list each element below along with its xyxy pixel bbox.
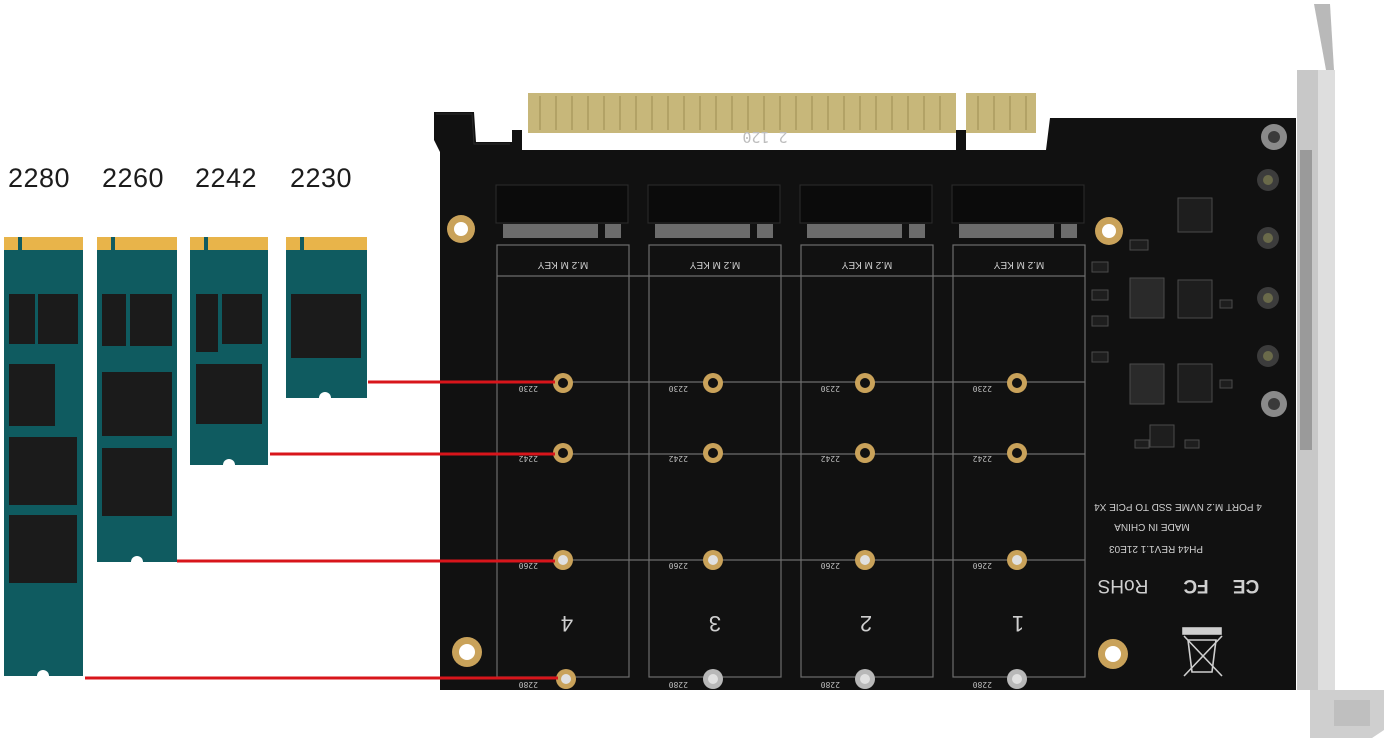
leader-lines [85, 380, 558, 680]
hole-label: 2280 [519, 680, 538, 689]
slot-key-label: M.2 M KEY [993, 259, 1044, 270]
hole-label: 2260 [519, 561, 538, 570]
chip [9, 364, 55, 426]
hole-label: 2280 [973, 680, 992, 689]
hole-label: 2260 [821, 561, 840, 570]
chip [102, 448, 172, 516]
board-text-line: PH44 REV1.1 21E03 [1109, 543, 1203, 554]
size-label-2260: 2260 [102, 163, 165, 193]
m2-connector [647, 184, 781, 238]
slot-number: 3 [709, 611, 721, 636]
slot-number: 4 [561, 611, 573, 636]
chip [102, 372, 172, 436]
hole-label: 2242 [669, 454, 688, 463]
ssd-2260 [97, 237, 177, 568]
slot-key-label: M.2 M KEY [689, 259, 740, 270]
ssd-2280 [4, 237, 83, 682]
rohs-mark: RoHS [1098, 575, 1149, 596]
slot-key-label: M.2 M KEY [841, 259, 892, 270]
pcie-bracket: EJ [1261, 4, 1384, 738]
hole-label: 2242 [519, 454, 538, 463]
chip [38, 294, 78, 344]
slot-number: 2 [860, 611, 872, 636]
hole-label: 2260 [669, 561, 688, 570]
status-leds [1257, 169, 1279, 367]
hole-label: 2230 [973, 384, 992, 393]
chip [9, 437, 77, 505]
ssd-2230 [286, 237, 367, 404]
hole-label: 2242 [821, 454, 840, 463]
ssd-2242 [190, 237, 268, 471]
board-top-marking: 2 120 [742, 128, 787, 146]
m2-connector [799, 184, 933, 238]
hole-label: 2230 [821, 384, 840, 393]
pcie-card: 2 120 [434, 93, 1296, 690]
chip [222, 294, 262, 344]
m2-connector [495, 184, 629, 238]
chip [196, 364, 262, 424]
chip [130, 294, 172, 346]
standoff-holes [553, 373, 1027, 689]
fcc-mark: FC [1183, 575, 1209, 596]
board-text-line: 4 PORT M.2 NVME SSD TO PCIE X4 [1094, 501, 1262, 512]
ce-mark: CE [1233, 575, 1259, 596]
hole-label: 2242 [973, 454, 992, 463]
size-label-2280: 2280 [8, 163, 71, 193]
hole-label: 2230 [669, 384, 688, 393]
chip [9, 515, 77, 583]
slot-number: 1 [1012, 611, 1024, 636]
size-label-2242: 2242 [195, 163, 258, 193]
hole-label: 2230 [519, 384, 538, 393]
slot-key-label: M.2 M KEY [537, 259, 588, 270]
weee-bin-icon [1182, 627, 1223, 677]
gold-fingers [528, 93, 956, 133]
chip [291, 294, 361, 358]
hole-label: 2280 [821, 680, 840, 689]
hole-label: 2280 [669, 680, 688, 689]
m2-connector [951, 184, 1085, 238]
chip [196, 294, 218, 352]
power-components [1091, 197, 1233, 449]
chip [9, 294, 35, 344]
size-label-2230: 2230 [290, 163, 353, 193]
hole-label: 2260 [973, 561, 992, 570]
board-text-line: MADE IN CHINA [1114, 521, 1190, 532]
chip [102, 294, 126, 346]
